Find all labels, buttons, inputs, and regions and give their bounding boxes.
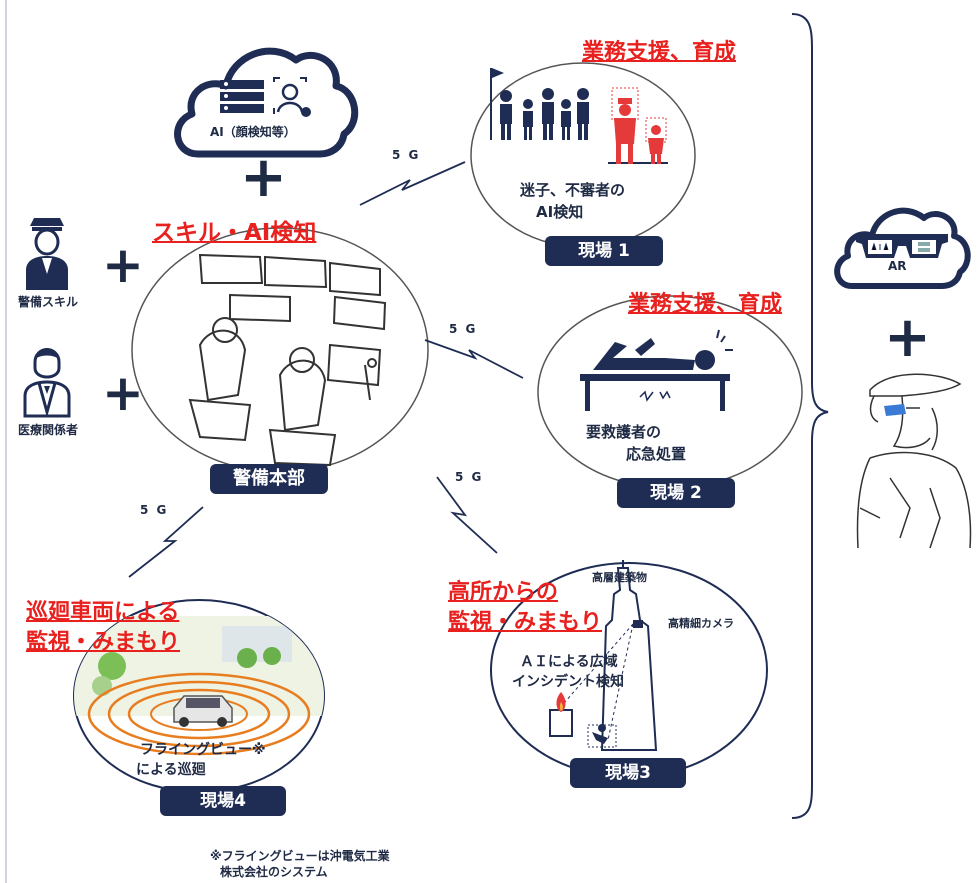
link-hq-site3 bbox=[436, 476, 498, 554]
link-hq-site2 bbox=[424, 339, 524, 379]
medical-label: 医療関係者 bbox=[18, 423, 79, 437]
link-label-site1: 5 G bbox=[392, 148, 421, 162]
site1-title: 業務支援、育成 bbox=[582, 40, 737, 65]
hq-label: 警備本部 bbox=[210, 464, 328, 494]
site3-building-label: 高層建築物 bbox=[592, 571, 647, 584]
guard-icon bbox=[26, 218, 68, 290]
footnote-line-2: 株式会社のシステム bbox=[220, 865, 328, 879]
footnote-line-1: ※フライングビューは沖電気工業 bbox=[210, 849, 390, 863]
site4-title-2: 監視・みまもり bbox=[26, 630, 181, 655]
site4-circle bbox=[73, 599, 325, 793]
site2-caption-1: 要救護者の bbox=[586, 423, 662, 441]
site3-label: 現場3 bbox=[570, 758, 686, 788]
site3-circle bbox=[490, 560, 768, 778]
right-brace bbox=[791, 13, 829, 819]
ar-label: AR bbox=[888, 259, 907, 273]
link-hq-site1 bbox=[359, 161, 466, 206]
site4-title-1: 巡廻車両による bbox=[26, 600, 180, 625]
site1-label: 現場 1 bbox=[545, 236, 663, 266]
plus-icon: + bbox=[884, 305, 931, 370]
link-label-site3: 5 G bbox=[455, 470, 484, 484]
hq-title: スキル・AI検知 bbox=[152, 220, 317, 246]
site2-circle bbox=[537, 295, 803, 489]
site2-label: 現場 2 bbox=[617, 478, 735, 508]
hq-circle bbox=[131, 227, 429, 473]
plus-icon: + bbox=[240, 145, 287, 210]
site4-caption-2: による巡廻 bbox=[136, 762, 206, 778]
link-hq-site4 bbox=[128, 506, 204, 578]
site2-caption-2: 応急処置 bbox=[626, 445, 687, 463]
site3-camera-label: 高精細カメラ bbox=[668, 617, 734, 630]
ai-cloud-label: AI（顔検知等） bbox=[210, 125, 296, 139]
site3-title-1: 高所からの bbox=[448, 580, 559, 605]
link-label-site2: 5 G bbox=[449, 322, 478, 336]
ar-guard-icon bbox=[856, 373, 972, 549]
ar-cloud-icon bbox=[834, 207, 971, 289]
site3-caption-2: インシデント検知 bbox=[512, 674, 624, 690]
plus-icon: + bbox=[102, 364, 144, 422]
link-label-site4: 5 G bbox=[140, 503, 169, 517]
plus-icon: + bbox=[102, 236, 144, 294]
medical-person-icon bbox=[23, 348, 71, 418]
site3-caption-1: ＡＩによる広域 bbox=[520, 654, 618, 670]
site2-title: 業務支援、育成 bbox=[628, 292, 783, 317]
ai-cloud-icon bbox=[174, 47, 359, 158]
guard-skill-label: 警備スキル bbox=[18, 295, 79, 309]
site4-label: 現場4 bbox=[160, 786, 286, 816]
site1-circle bbox=[470, 62, 696, 248]
site4-caption-1: フライングビュー※ bbox=[140, 742, 266, 758]
site3-title-2: 監視・みまもり bbox=[448, 610, 603, 635]
site1-caption-2: AI検知 bbox=[536, 203, 584, 221]
site1-caption-1: 迷子、不審者の bbox=[520, 181, 626, 199]
